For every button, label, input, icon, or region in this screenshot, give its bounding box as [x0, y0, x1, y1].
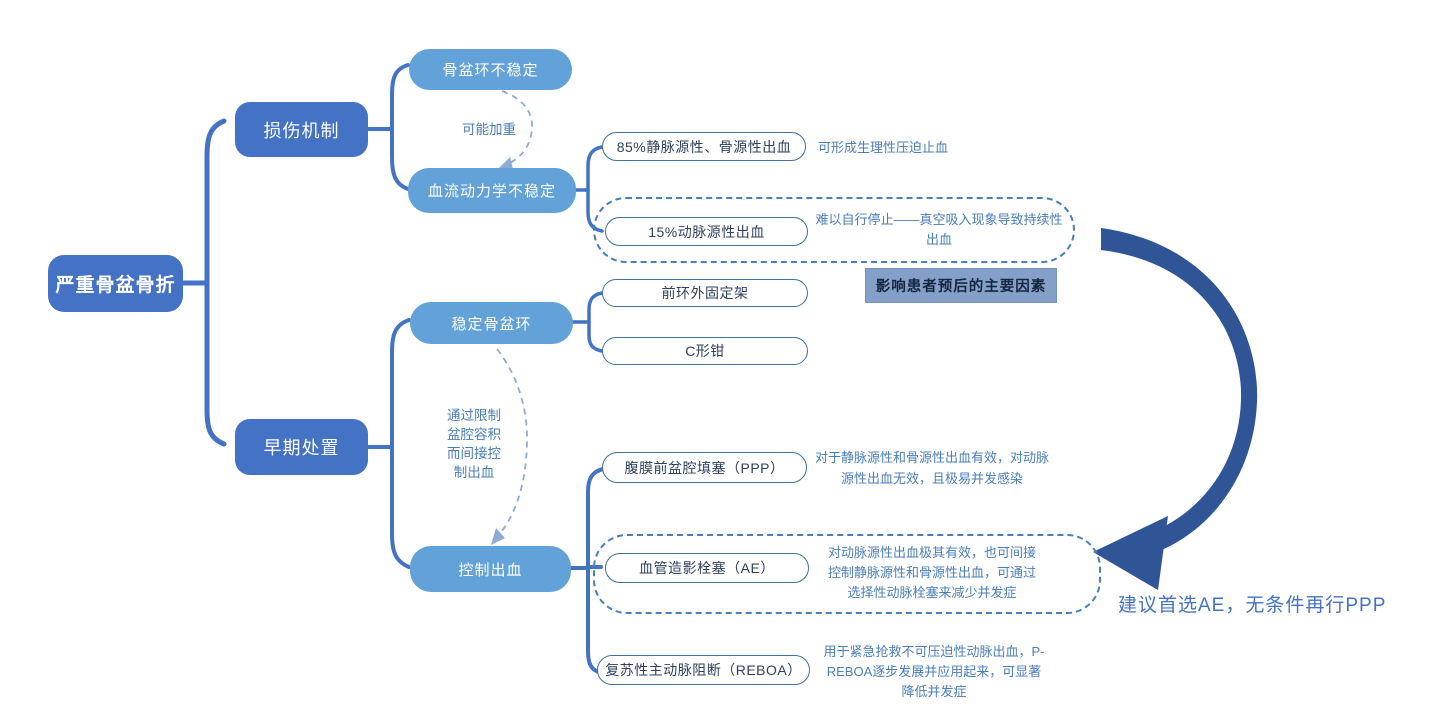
- big-curved-arrow: [1093, 228, 1258, 590]
- prognosis-factor-box: 影响患者预后的主要因素: [865, 268, 1057, 303]
- leaf-venous-bleeding: 85%静脉源性、骨源性出血: [602, 132, 806, 161]
- note-venous-bleeding: 可形成生理性压迫止血: [818, 140, 949, 155]
- leaf-c-clamp: C形钳: [602, 337, 808, 365]
- node-pelvic-ring-unstable: 骨盆环不稳定: [409, 49, 572, 90]
- note-ae: 对动脉源性出血极其有效，也可间接控制静脉源性和骨源性出血，可通过选择性动脉栓塞来…: [827, 545, 1036, 600]
- label-indirect-control: 通过限制盆腔容积而间接控制出血: [447, 408, 501, 480]
- leaf-reboa: 复苏性主动脉阻断（REBOA）: [597, 655, 810, 685]
- label-may-worsen: 可能加重: [462, 122, 516, 137]
- leaf-arterial-bleeding: 15%动脉源性出血: [605, 217, 808, 246]
- leaf-ae: 血管造影栓塞（AE）: [605, 553, 809, 583]
- dashed-group-ae: [593, 534, 1101, 614]
- root-node: 严重骨盆骨折: [48, 255, 183, 312]
- node-hemodynamic-unstable: 血流动力学不稳定: [408, 168, 576, 213]
- early-bracket: [366, 318, 411, 569]
- dashed-arrow-indirect-control: [491, 348, 528, 545]
- dashed-group-arterial: [593, 197, 1075, 263]
- note-reboa: 用于紧急抢救不可压迫性动脉出血，P-REBOA逐步发展并应用起来，可显著降低并发…: [823, 644, 1045, 699]
- node-control-bleeding: 控制出血: [410, 546, 571, 592]
- recommendation-text: 建议首选AE，无条件再行PPP: [1118, 595, 1387, 616]
- branch-mechanism-node: 损伤机制: [235, 102, 368, 157]
- root-bracket: [180, 118, 227, 447]
- leaf-ppp: 腹膜前盆腔填塞（PPP）: [602, 452, 807, 483]
- note-arterial-bleeding: 难以自行停止——真空吸入现象导致持续性出血: [815, 212, 1063, 247]
- branch-early-node: 早期处置: [235, 419, 368, 475]
- stabilize-bracket: [571, 291, 604, 353]
- node-stabilize-ring: 稳定骨盆环: [410, 302, 573, 344]
- leaf-anterior-external-fixator: 前环外固定架: [602, 279, 808, 307]
- note-ppp: 对于静脉源性和骨源性出血有效，对动脉源性出血无效，且极易并发感染: [814, 450, 1049, 486]
- dashed-arrow-may-worsen: [497, 90, 533, 170]
- mechanism-bracket: [366, 63, 410, 191]
